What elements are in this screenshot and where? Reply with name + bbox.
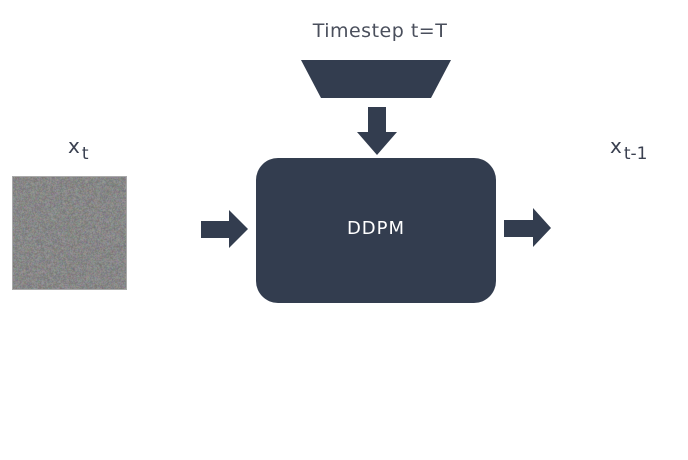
input-arrow [201,210,248,248]
input-label-base: x [68,134,80,158]
output-arrow [504,208,551,247]
input-label-sub: t [82,144,89,164]
output-label-base: x [610,134,622,158]
ddpm-label: DDPM [256,218,496,239]
input-label: xt [68,134,89,158]
down-arrow [357,107,397,155]
output-label: xt-1 [610,134,647,158]
noise-image [12,176,127,290]
output-label-sub: t-1 [624,144,648,164]
timestep-embedding-trapezoid [301,60,451,98]
